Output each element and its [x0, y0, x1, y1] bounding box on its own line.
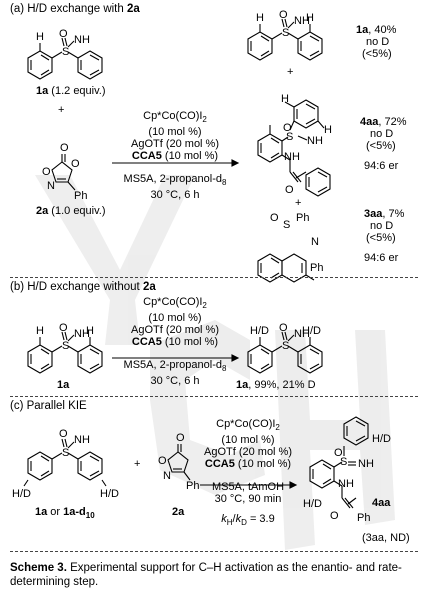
product-3aa-o-label: O	[270, 212, 279, 224]
product-4aa-h-right: H	[324, 124, 332, 136]
product-1a-b-hd-right: H/D	[302, 325, 321, 337]
product-1a-result: 1a, 40% no D (<5%)	[356, 24, 397, 60]
reactant-2a-structure	[51, 154, 76, 191]
product-c-amide-nh: NH	[338, 478, 354, 490]
reactant-1a-s-label: S	[62, 46, 70, 58]
products-plus-2: +	[295, 197, 302, 209]
reactant-c-h5d5-right: H/D	[100, 488, 119, 500]
reactant-c-s: S	[62, 447, 70, 459]
reactant-2a-n-label: N	[47, 180, 55, 192]
reactant-1a-o-label: O	[59, 28, 68, 40]
product-1a-h-right: H	[306, 12, 314, 24]
product-1a-b-structure	[247, 331, 323, 374]
section-b-heading: (b) H/D exchange without 2a	[10, 281, 156, 293]
product-4aa-result: 4aa, 72% no D (<5%) 94:6 er	[360, 116, 407, 172]
reactant-plus: +	[58, 104, 65, 116]
conditions-a: Cp*Co(CO)I2 (10 mol %) AgOTf (20 mol %) …	[123, 110, 227, 202]
product-3aa-result: 3aa, 7% no D (<5%) 94:6 er	[364, 208, 405, 264]
product-c-o: O	[334, 447, 343, 459]
conditions-b: Cp*Co(CO)I2 (10 mol %) AgOTf (20 mol %) …	[123, 296, 227, 388]
product-4aa-o-label: O	[283, 122, 292, 134]
reactant-2a-ph-label: Ph	[74, 190, 88, 202]
reactant-1a-b-h-right: H	[86, 325, 94, 337]
conditions-c: Cp*Co(CO)I2 (10 mol %) AgOTf (20 mol %) …	[203, 418, 293, 528]
product-c-label: 4aa	[372, 497, 391, 509]
product-4aa-s-label: S	[286, 131, 294, 143]
product-4aa-c-structure	[309, 416, 369, 509]
divider-ab	[10, 277, 418, 278]
product-c-side: (3aa, ND)	[362, 532, 410, 544]
product-3aa-ph2-label: Ph	[310, 262, 324, 274]
product-c-nh: NH	[358, 458, 374, 470]
products-plus-1: +	[287, 66, 294, 78]
reagent-c-o-left: O	[158, 455, 167, 467]
reactant-1a-b-h-left: H	[36, 325, 44, 337]
product-c-s: S	[340, 456, 348, 468]
product-1a-s-label: S	[282, 27, 290, 39]
product-3aa-ph-label: Ph	[296, 212, 310, 224]
product-1a-o-label: O	[279, 9, 288, 21]
product-4aa-amide-o: O	[285, 184, 294, 196]
reactant-2a-o-right: O	[71, 158, 80, 170]
product-c-h4d4: H/D	[303, 498, 322, 510]
product-1a-b-label: 1a, 99%, 21% D	[236, 379, 316, 391]
reactant-2a-label: 2a (1.0 equiv.)	[36, 205, 106, 217]
reactant-c-nh: NH	[74, 434, 90, 446]
reactant-1a-b-s: S	[62, 340, 70, 352]
product-1a-b-nh: NH	[294, 328, 310, 340]
reactant-c-h5d5-left: H/D	[12, 488, 31, 500]
scheme-caption: Scheme 3. Experimental support for C–H a…	[10, 562, 402, 588]
reactant-2a-o-top: O	[60, 142, 69, 154]
reagent-c-o-top: O	[176, 432, 185, 444]
reagent-c-label: 2a	[172, 506, 185, 518]
product-c-ph: Ph	[357, 512, 371, 524]
product-1a-structure	[247, 18, 323, 61]
reactant-1a-label: 1a (1.2 equiv.)	[36, 85, 106, 97]
reactant-1a-b-label: 1a	[57, 379, 70, 391]
divider-bc	[10, 396, 418, 397]
reactant-1a-b-nh: NH	[74, 328, 90, 340]
product-c-amide-o: O	[330, 510, 339, 522]
reactant-c-o: O	[59, 428, 68, 440]
reactant-c-plus: +	[134, 458, 141, 470]
section-c-heading: (c) Parallel KIE	[10, 400, 87, 412]
reactant-1a-c-structure	[23, 438, 107, 487]
reagent-c-ph: Ph	[186, 480, 200, 492]
reactant-1a-b-structure	[27, 331, 103, 374]
reactant-2a-o-left: O	[42, 166, 51, 178]
reagent-2a-c-structure	[167, 444, 191, 481]
product-3aa-n-label: N	[311, 236, 319, 248]
product-1a-nh-label: NH	[294, 15, 310, 27]
product-1a-b-hd-left: H/D	[250, 325, 269, 337]
product-1a-h-left: H	[256, 12, 264, 24]
product-1a-b-o: O	[279, 322, 288, 334]
reactant-c-label: 1a or 1a-d10	[35, 506, 95, 521]
product-1a-b-s: S	[282, 340, 290, 352]
product-4aa-structure	[257, 99, 331, 197]
reactant-1a-structure	[27, 37, 103, 80]
product-3aa-s-label: S	[283, 219, 291, 231]
product-4aa-amide-nh: NH	[284, 151, 300, 163]
divider-caption	[10, 551, 418, 552]
product-c-h5d5: H/D	[372, 433, 391, 445]
product-4aa-nh-label: NH	[307, 135, 323, 147]
reactant-1a-b-o: O	[59, 322, 68, 334]
reactant-1a-nh-label: NH	[74, 34, 90, 46]
product-4aa-h-top: H	[281, 93, 289, 105]
section-a-heading: (a) H/D exchange with 2a	[10, 3, 140, 15]
reagent-c-n: N	[163, 470, 171, 482]
reactant-1a-h-label: H	[36, 31, 44, 43]
